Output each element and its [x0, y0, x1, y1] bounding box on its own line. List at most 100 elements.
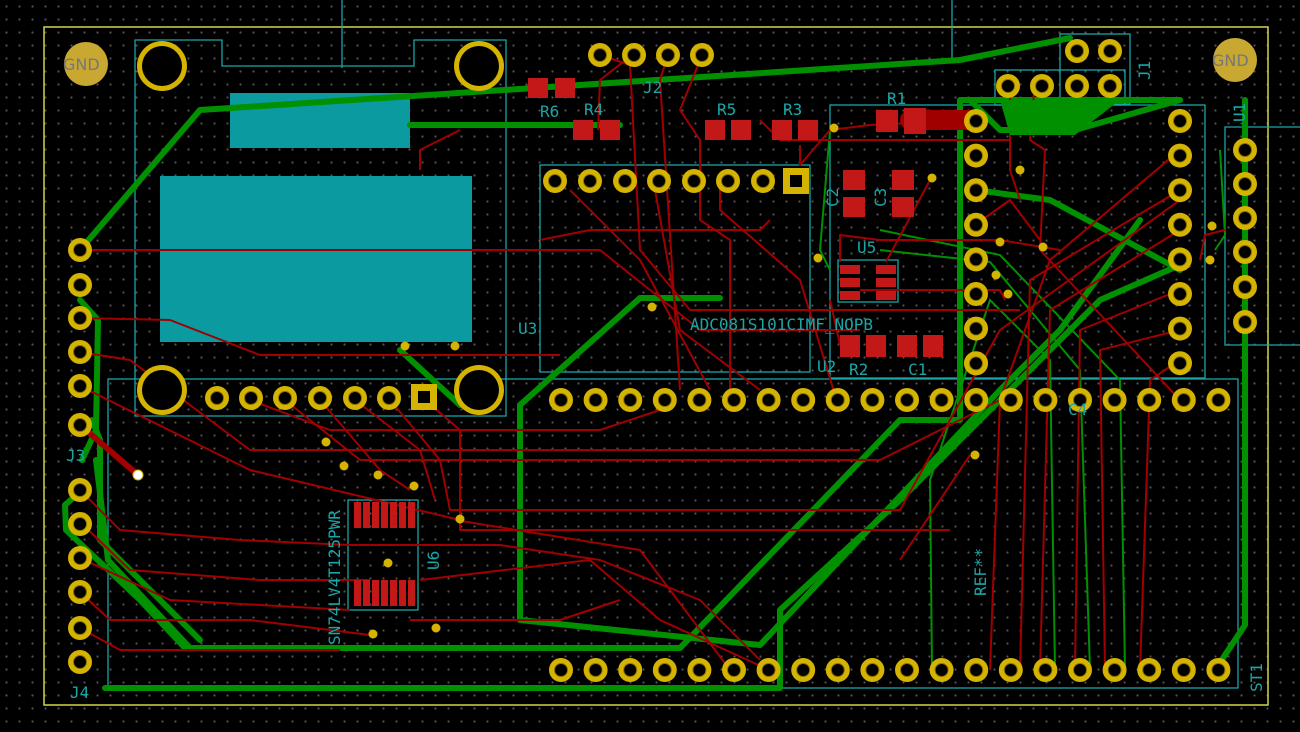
tht-pad-hole [1238, 315, 1252, 329]
gnd-holes [64, 38, 1257, 86]
silkscreen-outlines [107, 0, 1300, 689]
tht-pad-hole [1073, 663, 1087, 677]
tht-pad-hole [969, 663, 984, 677]
tht-pad-hole [554, 393, 568, 407]
label-c3: C3 [871, 188, 890, 207]
label-ref: REF** [971, 548, 990, 596]
tht-pad-hole [313, 391, 327, 405]
tht-pad-hole [1035, 79, 1049, 93]
label-gnd-left: GND [63, 55, 100, 74]
tht-pad-hole [73, 243, 87, 257]
tht-pad-hole [657, 663, 672, 677]
tht-pad-hole [1176, 393, 1191, 407]
tht-pad-hole [1107, 393, 1122, 407]
label-u3: U3 [518, 319, 537, 338]
tht-pad-hole [588, 393, 603, 407]
tht-pad-hole [1173, 217, 1187, 232]
tht-pad-hole [721, 174, 735, 188]
label-j1: J1 [1135, 61, 1154, 80]
label-sn74: SN74LV4T125PWR [325, 510, 344, 645]
tht-pad-hole [1103, 44, 1117, 58]
tht-pad-hole [969, 321, 983, 336]
label-u6: U6 [424, 551, 443, 570]
tht-pad-hole [692, 663, 707, 677]
tht-pad-hole [1070, 44, 1084, 58]
tht-pad-hole [1173, 183, 1187, 198]
tht-pad-hole [727, 663, 741, 677]
square-pads [411, 168, 809, 410]
smd-pads [354, 78, 943, 606]
tht-pad-hole [1070, 79, 1084, 93]
tht-pad-hole [1073, 393, 1087, 407]
tht-pad-hole [1003, 393, 1018, 407]
tht-pad-hole [969, 114, 983, 128]
label-j2: J2 [643, 78, 662, 97]
tht-pad-hole [900, 663, 914, 677]
tht-pad-hole [583, 174, 597, 188]
label-c2: C2 [823, 188, 842, 207]
tht-pad-hole [652, 174, 666, 188]
label-gnd-right: GND [1212, 51, 1249, 70]
tht-pad-hole [618, 174, 632, 188]
tht-pad-hole [969, 183, 983, 198]
tht-pad-hole [1173, 287, 1187, 301]
tht-pad-hole [969, 148, 983, 163]
tht-pad-hole [1176, 663, 1191, 677]
tht-pad-hole [1238, 143, 1252, 157]
tht-pad-hole [687, 174, 701, 188]
label-r5: R5 [717, 100, 736, 119]
tht-pad-hole [244, 391, 258, 405]
tht-pad-hole [1142, 393, 1157, 407]
label-r4: R4 [584, 100, 603, 119]
through-hole-pads [68, 39, 1257, 682]
tht-pad-hole [278, 391, 292, 405]
tht-pad-hole [695, 48, 709, 62]
tht-pad-hole [210, 391, 224, 405]
tht-pad-hole [830, 393, 845, 407]
label-r2: R2 [849, 360, 868, 379]
tht-pad-hole [761, 393, 776, 407]
tht-pad-hole [796, 393, 811, 407]
tht-pad-hole [865, 393, 880, 407]
tht-pad-hole [830, 663, 845, 677]
copper-zones [160, 93, 472, 342]
tht-pad-hole [934, 393, 949, 407]
tht-pad-hole [548, 174, 562, 188]
label-st1: ST1 [1247, 663, 1266, 692]
tht-pad-hole [865, 663, 880, 677]
bottom-copper-thin [818, 129, 1227, 671]
tht-pad-hole [969, 252, 983, 267]
tht-pad-hole [73, 483, 87, 497]
mounting-hole-centers [142, 46, 499, 410]
tht-pad-hole [1003, 663, 1018, 677]
board-edge-cut [43, 26, 1269, 706]
tht-pad-hole [969, 287, 983, 301]
tht-pad-hole [73, 655, 87, 669]
tht-pad-hole [969, 217, 983, 232]
tht-pad-hole [796, 663, 811, 677]
tht-pad-hole [1173, 321, 1187, 336]
tht-pad-hole [348, 391, 362, 405]
tht-pad-hole [900, 393, 914, 407]
tht-pad-hole [1142, 663, 1157, 677]
tht-pad-hole [1038, 663, 1053, 677]
tht-pad-hole [1173, 252, 1187, 267]
label-r3: R3 [783, 100, 802, 119]
label-c4: C4 [1068, 400, 1087, 419]
label-r1: R1 [887, 89, 906, 108]
label-u2: U2 [817, 357, 836, 376]
silkscreen-labels: J1 J2 J3 J4 R1 R2 R3 R4 R5 R6 C1 C2 C3 C… [63, 51, 1266, 702]
copper-pour-j1 [1000, 100, 1120, 135]
tht-pad-hole [1038, 393, 1053, 407]
tht-pad-hole [761, 663, 776, 677]
tht-pad-hole [1173, 114, 1187, 128]
label-u5: U5 [857, 238, 876, 257]
tht-pad-hole [73, 379, 87, 393]
tht-pad-hole [1107, 663, 1122, 677]
tht-pad-hole [1173, 356, 1187, 371]
label-j4: J4 [70, 683, 89, 702]
tht-pad-hole [588, 663, 603, 677]
tht-pad-hole [593, 48, 607, 62]
tht-pad-hole [73, 585, 87, 599]
